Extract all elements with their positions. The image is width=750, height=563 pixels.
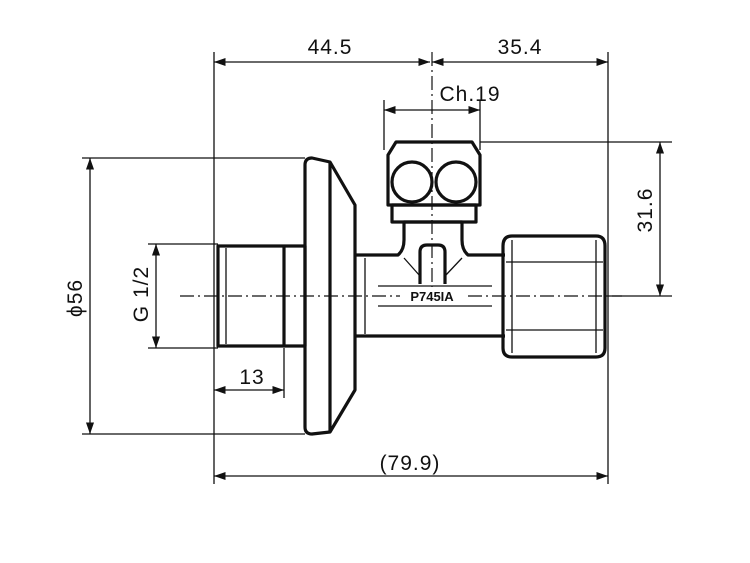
centerlines bbox=[180, 52, 622, 300]
dim-thread: G 1/2 bbox=[130, 266, 153, 322]
marking-background bbox=[400, 287, 464, 305]
dim-inlet-to-axis: 44.5 bbox=[308, 36, 353, 59]
extension-lines bbox=[82, 52, 672, 484]
dim-thread-length: 13 bbox=[239, 366, 264, 389]
dim-flange-diameter: ϕ56 bbox=[64, 279, 87, 317]
valve-body bbox=[216, 140, 607, 436]
dim-axis-to-outlet: 35.4 bbox=[498, 36, 543, 59]
dim-height: 31.6 bbox=[634, 188, 657, 233]
dim-wrench-size: Ch.19 bbox=[439, 83, 500, 106]
dimension-lines bbox=[85, 57, 665, 481]
part-marking: P745IA bbox=[410, 289, 454, 304]
dim-overall-length: (79.9) bbox=[380, 452, 441, 475]
